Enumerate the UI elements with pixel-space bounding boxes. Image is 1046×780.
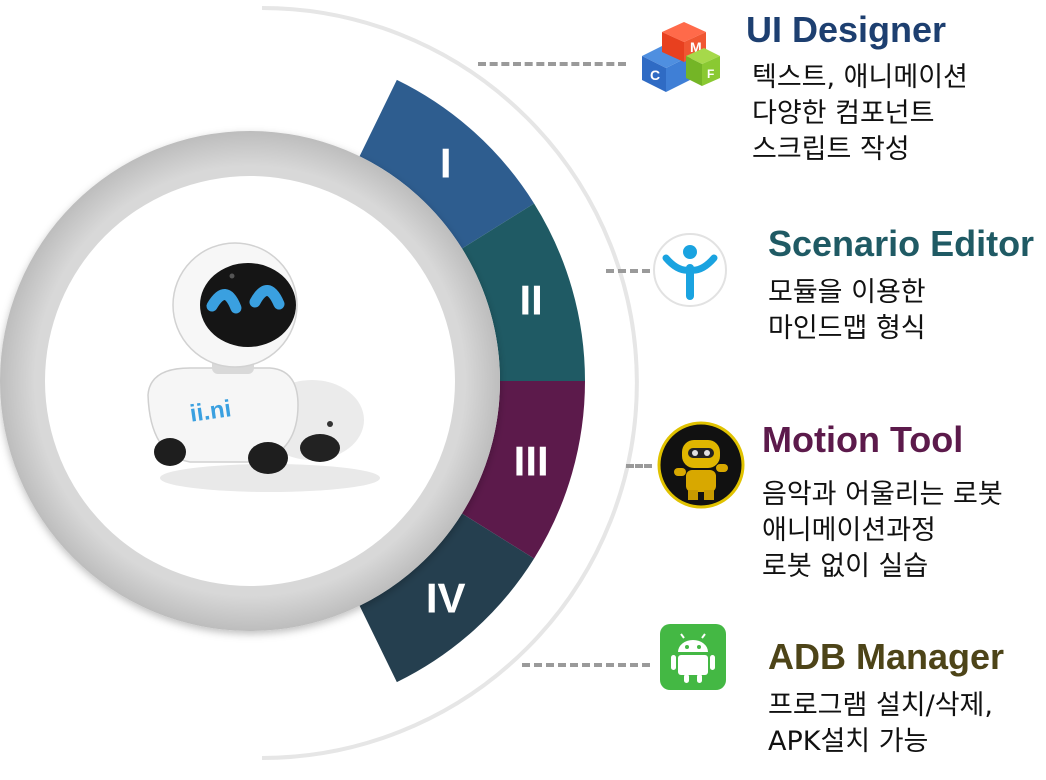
scenario-editor-description: 모듈을 이용한 마인드맵 형식 (768, 277, 926, 344)
robot-illustration (147, 242, 380, 492)
section-segment-three (462, 381, 585, 559)
android-icon (658, 622, 728, 696)
section-segment-one (359, 79, 535, 249)
section-numeral: II (519, 276, 542, 323)
adb-manager-description: 프로그램 설치/삭제, APK설치 가능 (768, 690, 993, 757)
section-segment-four (359, 513, 535, 683)
robot-brand-label: ii.ni (188, 395, 233, 428)
connector-line-adb-manager (522, 663, 650, 667)
connector-line-scenario-editor (606, 269, 650, 273)
ui-designer-title: UI Designer (746, 9, 947, 50)
svg-text:C: C (650, 67, 660, 83)
connector-line-motion-tool (626, 464, 652, 468)
scenario-person-icon (652, 232, 728, 312)
ui-designer-description: 텍스트, 애니메이션 다양한 컴포넌트 스크립트 작성 (752, 62, 968, 165)
connector-line-ui-designer (478, 62, 626, 66)
section-segment-two (462, 203, 585, 381)
section-numeral: I (440, 140, 452, 187)
section-numeral: III (514, 438, 549, 485)
svg-text:M: M (690, 39, 702, 55)
motion-tool-description: 음악과 어울리는 로봇 애니메이션과정 로봇 없이 실습 (762, 479, 1003, 582)
motion-tool-title: Motion Tool (762, 419, 964, 460)
cube-blocks-icon: C M F (636, 14, 720, 98)
robot-character-icon (656, 420, 746, 514)
adb-manager-title: ADB Manager (768, 636, 1005, 677)
section-numeral: IV (426, 574, 466, 621)
svg-text:F: F (707, 67, 714, 81)
outer-arc (261, 6, 639, 760)
scenario-editor-title: Scenario Editor (768, 223, 1035, 264)
